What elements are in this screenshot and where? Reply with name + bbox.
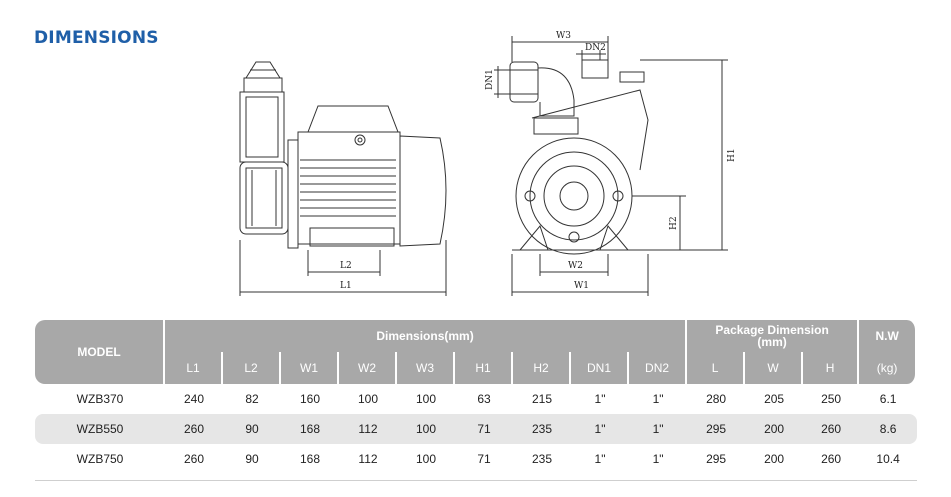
table-cell: 6.1 bbox=[879, 392, 897, 406]
header-nw: N.W bbox=[859, 320, 918, 352]
table-cell: 100 bbox=[415, 452, 437, 466]
table-cell: 100 bbox=[397, 414, 455, 444]
table-cell: 200 bbox=[764, 452, 785, 466]
table-cell: 240 bbox=[183, 392, 205, 406]
front-view-drawing bbox=[494, 36, 728, 296]
table-cell: 295 bbox=[706, 452, 727, 466]
table-cell: 168 bbox=[281, 414, 339, 444]
header-col-w3: W3 bbox=[397, 352, 455, 384]
header-col-dn1: DN1 bbox=[571, 352, 629, 384]
table-cell: 205 bbox=[764, 392, 785, 406]
table-cell: 90 bbox=[223, 414, 281, 444]
table-cell: 8.6 bbox=[859, 414, 918, 444]
cell-model: WZB750 bbox=[76, 452, 124, 466]
header-col-h2: H2 bbox=[513, 352, 571, 384]
label-h1: H1 bbox=[727, 148, 737, 162]
table-cell: 71 bbox=[477, 452, 491, 466]
table-cell: 1" bbox=[571, 414, 629, 444]
table-cell: 71 bbox=[455, 414, 513, 444]
table-cell: 1" bbox=[629, 414, 688, 444]
header-col-kg: (kg) bbox=[859, 352, 918, 384]
dimensions-table: MODEL Dimensions(mm) Package Dimension (… bbox=[35, 320, 918, 474]
table-row: WZB750 260 90 168 112 100 71 235 1" 1" 295 200 260 10… bbox=[35, 444, 917, 474]
table-cell: 112 bbox=[339, 414, 397, 444]
header-col-w1: W1 bbox=[281, 352, 339, 384]
header-col-w2: W2 bbox=[339, 352, 397, 384]
table-cell: 1" bbox=[652, 392, 664, 406]
header-col-l: L bbox=[687, 352, 746, 384]
table-cell: 260 bbox=[183, 452, 205, 466]
header-col-l2: L2 bbox=[223, 352, 281, 384]
table-cell: 1" bbox=[594, 452, 606, 466]
header-package-line2: (mm) bbox=[757, 335, 787, 349]
section-title: DIMENSIONS bbox=[34, 28, 159, 48]
header-dimensions: Dimensions(mm) bbox=[165, 320, 688, 352]
header-col-h1: H1 bbox=[455, 352, 513, 384]
label-w2: W2 bbox=[568, 261, 583, 271]
table-cell: 112 bbox=[358, 452, 378, 466]
table-cell: 1" bbox=[594, 392, 606, 406]
header-col-dn2: DN2 bbox=[629, 352, 688, 384]
table-cell: 280 bbox=[706, 392, 727, 406]
label-dn2: DN2 bbox=[585, 43, 606, 53]
label-w3: W3 bbox=[556, 31, 571, 41]
table-cell: 82 bbox=[245, 392, 259, 406]
cell-model: WZB370 bbox=[76, 392, 124, 406]
table-cell: 260 bbox=[803, 414, 860, 444]
label-w1: W1 bbox=[574, 281, 589, 291]
table-cell: 260 bbox=[165, 414, 223, 444]
table-cell: 235 bbox=[531, 452, 553, 466]
table-cell: 160 bbox=[299, 392, 321, 406]
table-cell: 260 bbox=[821, 452, 842, 466]
header-package-line1: Package Dimension bbox=[715, 323, 829, 337]
table-cell: 63 bbox=[477, 392, 491, 406]
table-cell: 100 bbox=[415, 392, 437, 406]
table-cell: 235 bbox=[513, 414, 571, 444]
header-model: MODEL bbox=[35, 320, 165, 384]
cell-model: WZB550 bbox=[35, 414, 165, 444]
label-l2: L2 bbox=[340, 261, 352, 271]
header-col-h: H bbox=[803, 352, 860, 384]
dimension-drawings: L2 L1 bbox=[239, 31, 737, 296]
table-cell: 200 bbox=[745, 414, 804, 444]
table-cell: 100 bbox=[357, 392, 379, 406]
label-h2: H2 bbox=[669, 216, 679, 230]
table-cell: 10.4 bbox=[876, 452, 900, 466]
table-cell: 250 bbox=[821, 392, 842, 406]
table-cell: 215 bbox=[531, 392, 553, 406]
table-cell: 1" bbox=[652, 452, 664, 466]
table-bottom-rule bbox=[35, 480, 917, 481]
table-cell: 90 bbox=[245, 452, 259, 466]
label-dn1: DN1 bbox=[485, 69, 495, 90]
table-cell: 295 bbox=[687, 414, 746, 444]
header-col-w: W bbox=[745, 352, 804, 384]
table-cell: 168 bbox=[299, 452, 321, 466]
label-l1: L1 bbox=[340, 281, 352, 291]
side-view-drawing bbox=[239, 61, 447, 296]
header-col-l1: L1 bbox=[165, 352, 223, 384]
table-row: WZB370 240 82 160 100 100 63 215 1" 1" 280 205 250 6.… bbox=[35, 384, 917, 414]
header-package-dimension: Package Dimension (mm) bbox=[687, 320, 860, 352]
